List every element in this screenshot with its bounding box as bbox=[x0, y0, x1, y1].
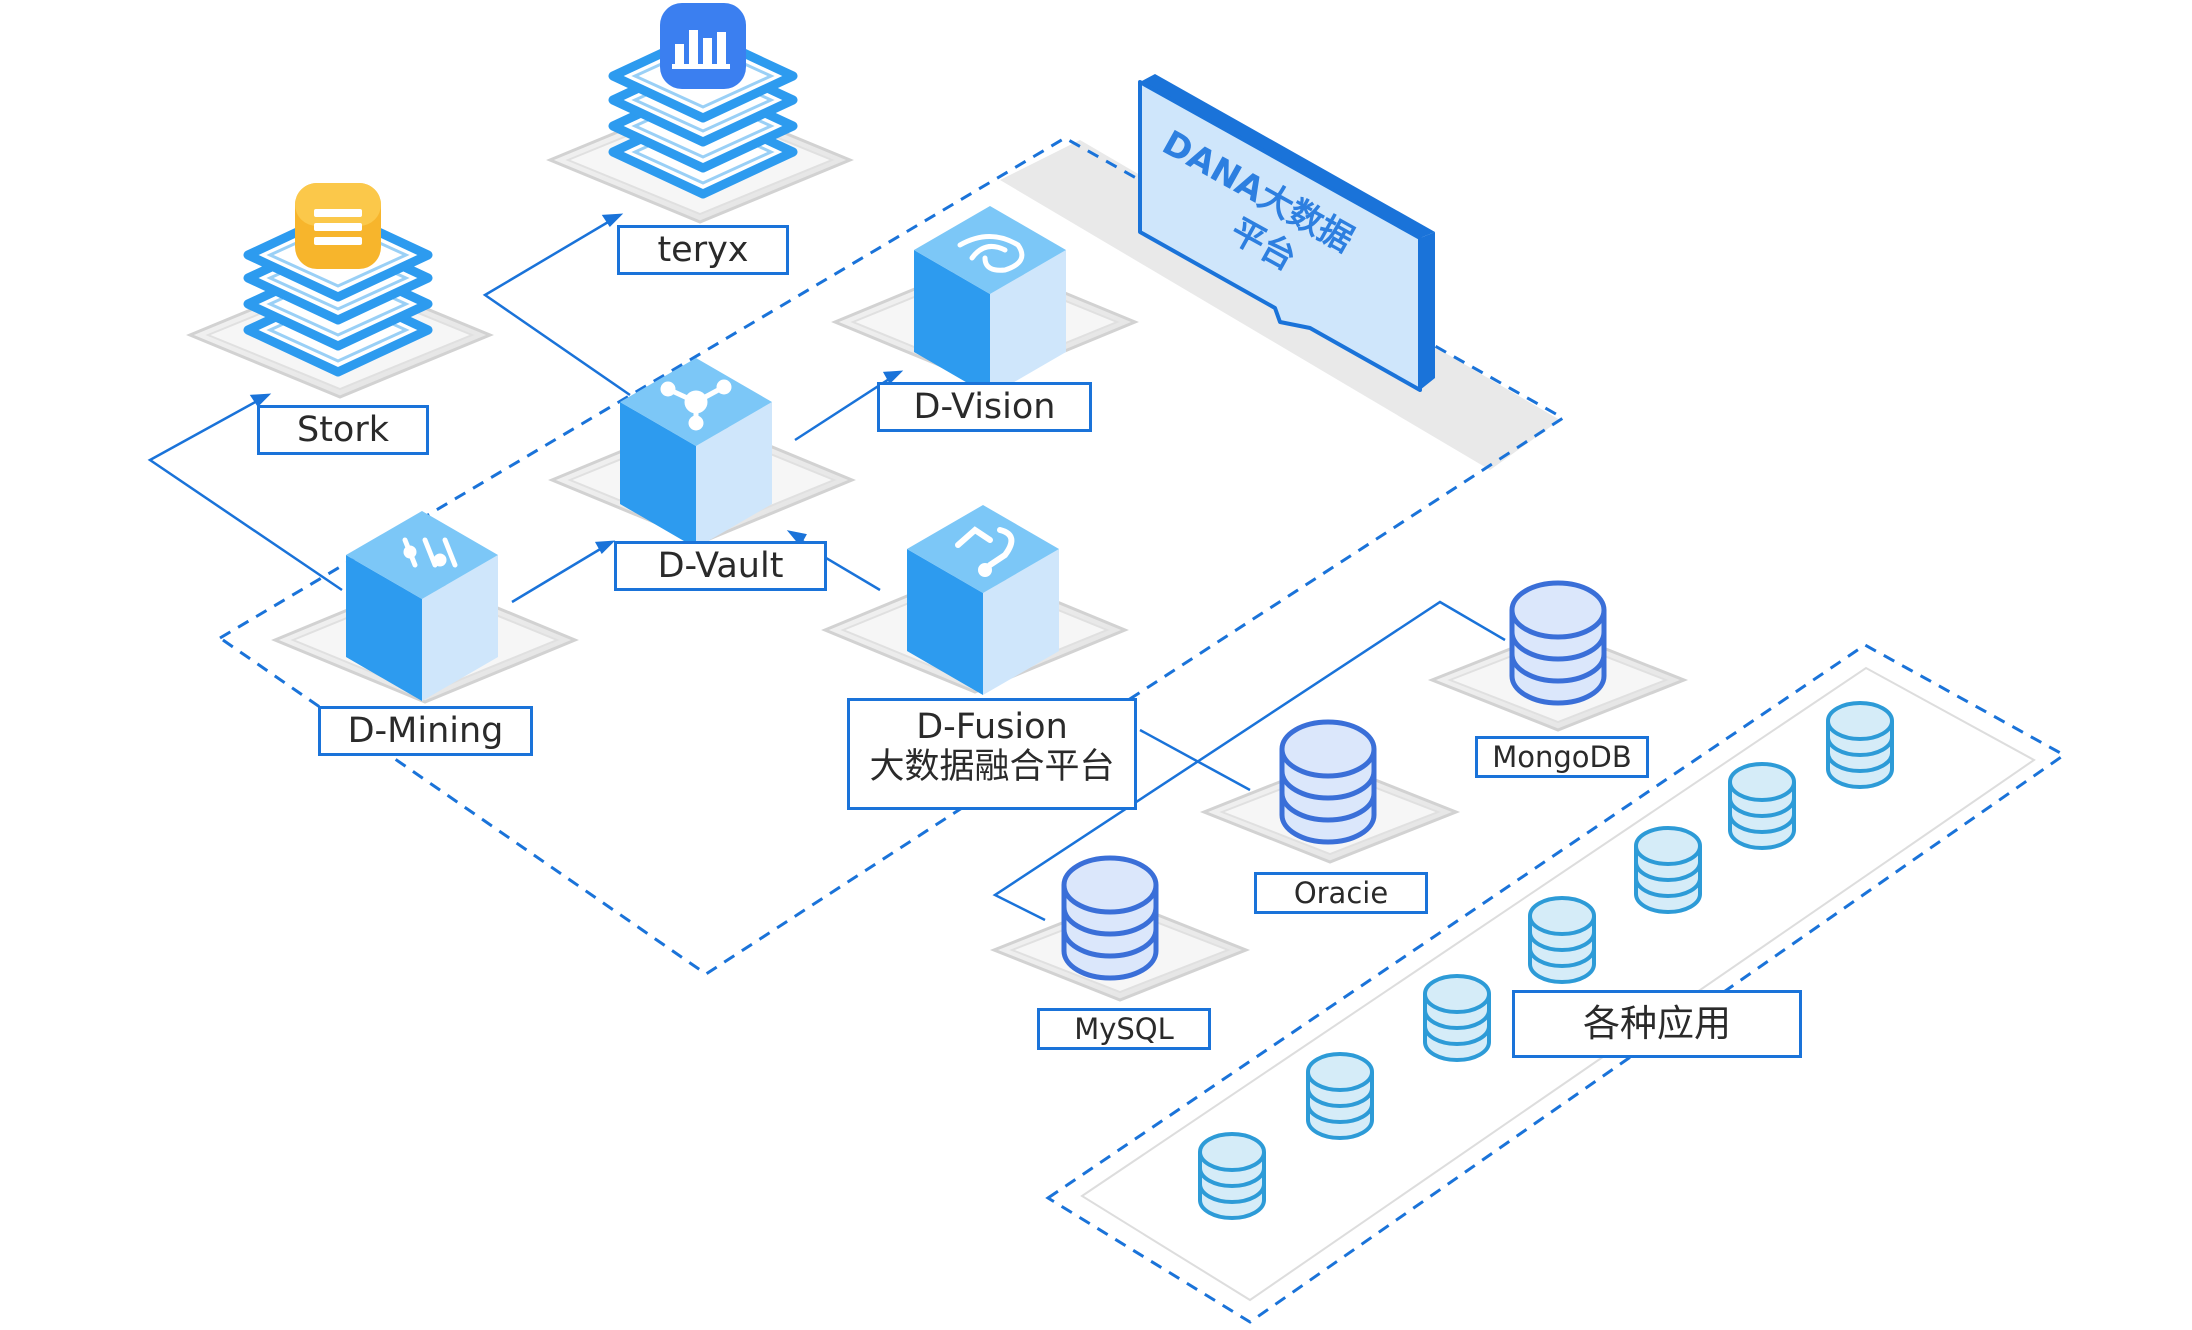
label-d-fusion-line1: D-Fusion bbox=[916, 707, 1068, 747]
app-db-1 bbox=[1198, 1132, 1266, 1220]
app-db-3 bbox=[1423, 974, 1491, 1062]
fusion-link-icon bbox=[955, 526, 1015, 577]
connector-mining-stork bbox=[147, 393, 343, 592]
connector-fusion-mongo-mysql bbox=[992, 600, 1506, 922]
label-apps: 各种应用 bbox=[1512, 990, 1802, 1058]
app-db-2 bbox=[1306, 1052, 1374, 1140]
dana-banner: DANA大数据 平台 bbox=[1138, 74, 1435, 392]
swirl-icon bbox=[957, 234, 1025, 273]
arrowhead-stork bbox=[249, 393, 272, 407]
banner-back bbox=[1140, 74, 1435, 238]
db-mysql bbox=[1061, 855, 1159, 981]
db-oracle bbox=[1279, 719, 1377, 845]
network-hub-icon bbox=[660, 379, 732, 431]
databases-layer bbox=[1061, 580, 1894, 1220]
app-db-5 bbox=[1634, 826, 1702, 914]
arrowhead-vault bbox=[594, 540, 616, 555]
cubes-layer bbox=[346, 206, 1066, 701]
label-d-fusion: D-Fusion 大数据融合平台 bbox=[847, 698, 1137, 810]
teryx-stack bbox=[608, 3, 798, 199]
label-stork: Stork bbox=[257, 405, 429, 455]
sliders-icon bbox=[402, 537, 458, 568]
apps-area-outline bbox=[1045, 643, 2067, 1324]
label-d-vault: D-Vault bbox=[614, 541, 827, 591]
app-db-7 bbox=[1826, 701, 1894, 789]
cube-d-vision bbox=[914, 206, 1066, 396]
connector-vault-teryx bbox=[482, 213, 631, 397]
db-mongodb bbox=[1509, 580, 1607, 706]
label-d-vision: D-Vision bbox=[877, 382, 1092, 432]
arrowhead-teryx bbox=[601, 213, 624, 227]
cube-d-mining bbox=[346, 511, 498, 701]
connector-mining-vault bbox=[511, 540, 613, 604]
app-db-6 bbox=[1728, 762, 1796, 850]
banner-face bbox=[1138, 80, 1422, 392]
list-icon bbox=[295, 183, 381, 269]
connector-fusion-oracle bbox=[1139, 728, 1251, 792]
cube-d-fusion bbox=[907, 505, 1059, 695]
bar-chart-icon bbox=[660, 3, 746, 89]
platform-outline bbox=[217, 136, 1566, 976]
label-d-fusion-line2: 大数据融合平台 bbox=[869, 747, 1115, 788]
label-mysql: MySQL bbox=[1037, 1008, 1211, 1050]
label-mongodb: MongoDB bbox=[1475, 736, 1649, 778]
label-teryx: teryx bbox=[617, 225, 789, 275]
banner-side bbox=[1420, 232, 1435, 390]
stork-stack bbox=[243, 183, 433, 377]
label-oracle: Oracie bbox=[1254, 872, 1428, 914]
arrowhead-vision bbox=[882, 370, 904, 385]
connectors bbox=[147, 213, 1506, 922]
app-db-4 bbox=[1528, 896, 1596, 984]
label-d-mining: D-Mining bbox=[318, 706, 533, 756]
